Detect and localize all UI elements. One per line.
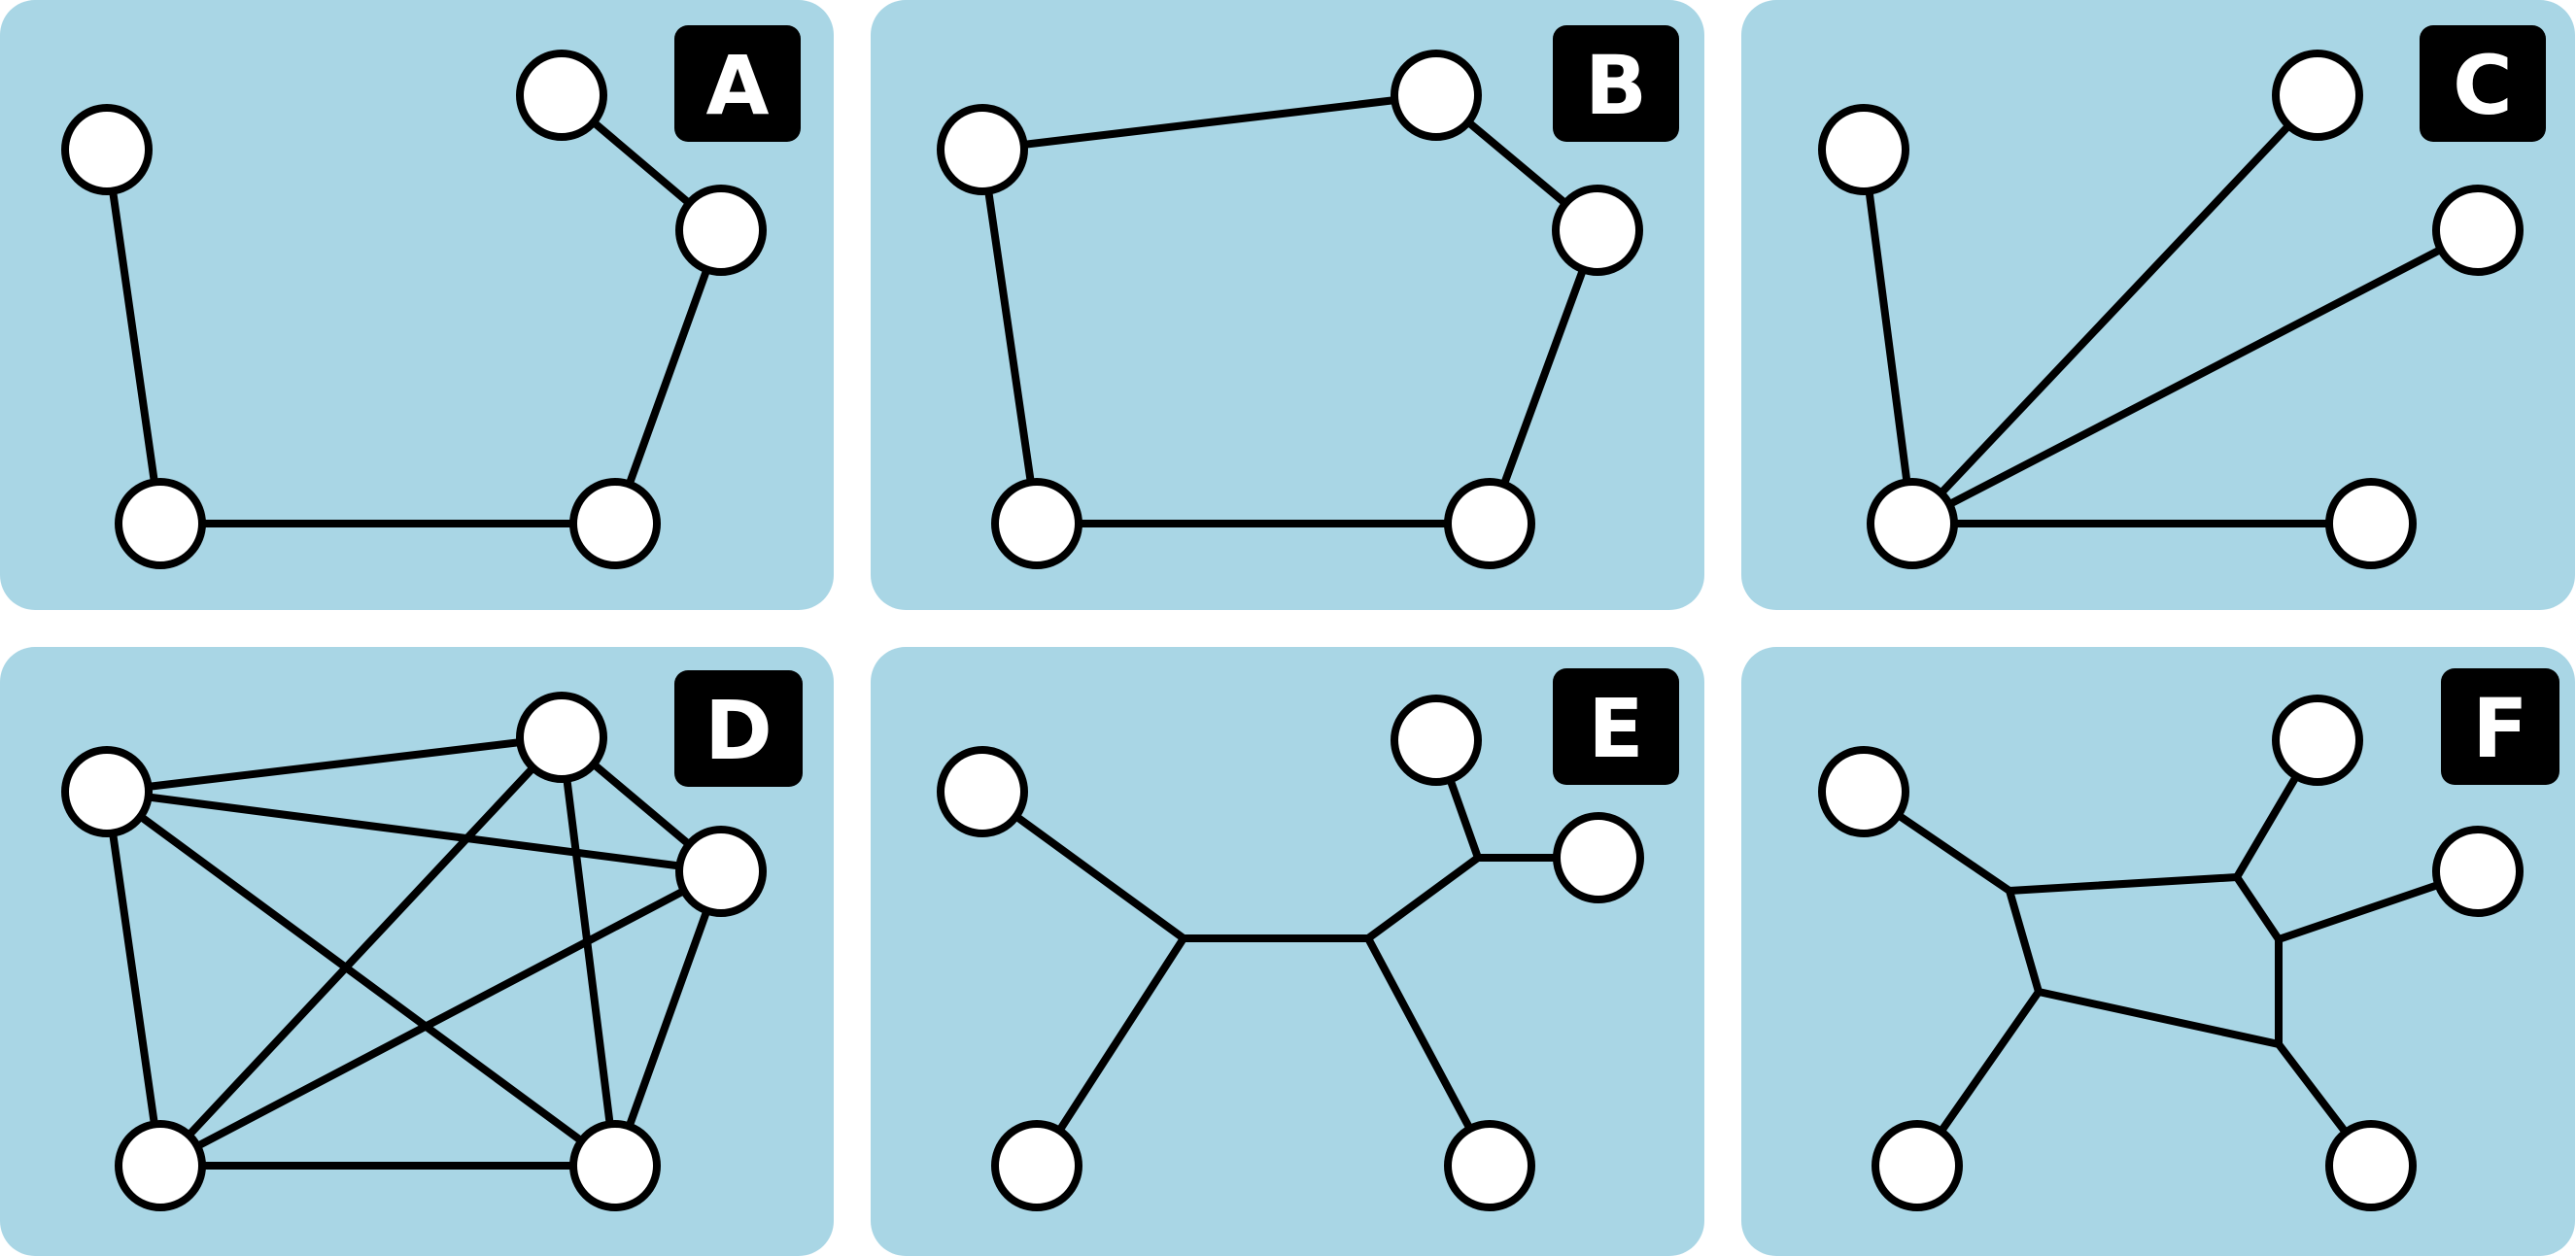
edge-j1-j2 — [2006, 873, 2241, 895]
edge-n1-n4 — [103, 146, 164, 527]
panel-label: F — [2472, 681, 2527, 776]
badge-background — [674, 25, 801, 142]
graph-node — [569, 478, 661, 569]
edge-n5-n3 — [611, 226, 725, 527]
panel-label-badge: F — [2441, 668, 2559, 785]
panel-label: B — [1585, 38, 1647, 133]
edge-n2-n5 — [558, 733, 619, 1170]
graph-node — [675, 185, 767, 276]
edge-j2-j3 — [2233, 873, 2283, 943]
graph-node — [1391, 695, 1482, 786]
edge-n3-n5 — [611, 867, 725, 1170]
edge-n1-n3 — [103, 788, 725, 875]
graph-node — [2432, 185, 2524, 276]
edge-n4-n1 — [1860, 146, 1916, 527]
panel-label-badge: A — [674, 25, 801, 142]
edge-n4-n1 — [979, 146, 1041, 527]
panel-label: C — [2453, 38, 2513, 133]
graph-node — [991, 478, 1082, 569]
graph-node — [1818, 104, 1909, 195]
edge-n3-n5 — [1486, 226, 1601, 527]
edge-n4-n2 — [1908, 91, 2321, 527]
graph-node — [937, 104, 1028, 195]
edge-n1-n4 — [103, 788, 164, 1170]
edge-j5-j1 — [2006, 887, 2043, 996]
graph-node — [937, 746, 1028, 837]
edge-n1-n2 — [103, 733, 566, 796]
edge-n1-n2 — [979, 91, 1440, 153]
panel-label-badge: D — [674, 670, 803, 787]
panel-background — [1741, 0, 2575, 610]
graph-node — [115, 1120, 206, 1211]
graph-node — [115, 478, 206, 569]
graph-node — [2272, 695, 2363, 786]
panel-label: E — [1588, 681, 1643, 776]
graph-node — [991, 1120, 1082, 1211]
graph-node — [569, 1120, 661, 1211]
panel-background — [0, 647, 834, 1256]
panel-background — [1741, 647, 2575, 1256]
panel-d: D — [0, 647, 834, 1256]
panel-label-badge: B — [1553, 25, 1679, 142]
graph-node — [2325, 478, 2417, 569]
edge-n4-n3 — [1908, 226, 2482, 527]
badge-background — [1553, 668, 1679, 785]
panel-label-badge: C — [2420, 25, 2546, 142]
graph-node — [61, 746, 153, 837]
graph-node — [1444, 478, 1535, 569]
edge-j2-j3 — [1364, 854, 1482, 942]
edge-n3-n4 — [156, 867, 725, 1170]
graph-node — [1553, 812, 1644, 903]
edge-n2-n4 — [156, 733, 566, 1170]
graph-node — [2432, 826, 2524, 917]
badge-background — [674, 670, 803, 787]
panel-label: D — [704, 683, 773, 778]
graph-node — [1872, 1120, 1963, 1211]
panel-label-badge: E — [1553, 668, 1679, 785]
graph-node — [516, 692, 607, 783]
panel-background — [871, 0, 1704, 610]
graph-node — [516, 50, 607, 141]
badge-background — [1553, 25, 1679, 142]
panel-b: B — [871, 0, 1704, 610]
graph-node — [2272, 50, 2363, 141]
graph-node — [675, 826, 767, 917]
graph-node — [61, 104, 153, 195]
graph-node — [2325, 1120, 2417, 1211]
badge-background — [2420, 25, 2546, 142]
edge-j4-j5 — [2035, 988, 2283, 1048]
panel-label: A — [705, 38, 769, 133]
graph-node — [1818, 746, 1909, 837]
panel-f: F — [1741, 647, 2575, 1256]
badge-background — [2441, 668, 2559, 785]
panel-e: E — [871, 647, 1704, 1256]
graph-node — [1391, 50, 1482, 141]
graph-node — [1444, 1120, 1535, 1211]
graph-node — [1552, 185, 1643, 276]
panel-c: C — [1741, 0, 2575, 610]
edge-n1-n5 — [103, 788, 619, 1170]
graph-node — [1867, 478, 1958, 569]
panel-a: A — [0, 0, 834, 610]
